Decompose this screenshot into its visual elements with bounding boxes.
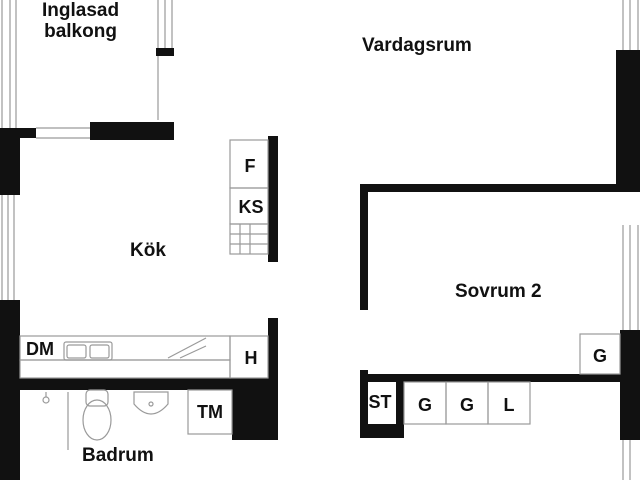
fixture-label-wardrobe-1: G [417,395,433,415]
room-label-balcony: Inglasad balkong [42,0,120,42]
room-label-bathroom: Badrum [82,445,154,466]
fixture-label-wardrobe-2: G [459,395,475,415]
room-label-bedroom-2: Sovrum 2 [455,281,542,302]
bathroom-fixtures [42,389,233,450]
fixture-label-h-cabinet: H [244,348,258,368]
room-label-kitchen: Kök [130,240,166,261]
room-label-living-room: Vardagsrum [362,35,472,56]
fixture-label-dishwasher: DM [26,339,54,359]
closet-fixtures [403,333,621,425]
fixture-label-linen-closet: L [503,395,515,415]
kitchen-fixtures [19,139,269,379]
fixture-label-storage: ST [368,392,392,412]
fixture-label-wardrobe-bedroom: G [592,346,608,366]
fixture-label-washing-machine: TM [197,402,223,422]
fixture-label-freezer: KS [238,197,264,217]
fixture-label-fridge: F [244,156,256,176]
walls [0,48,640,480]
